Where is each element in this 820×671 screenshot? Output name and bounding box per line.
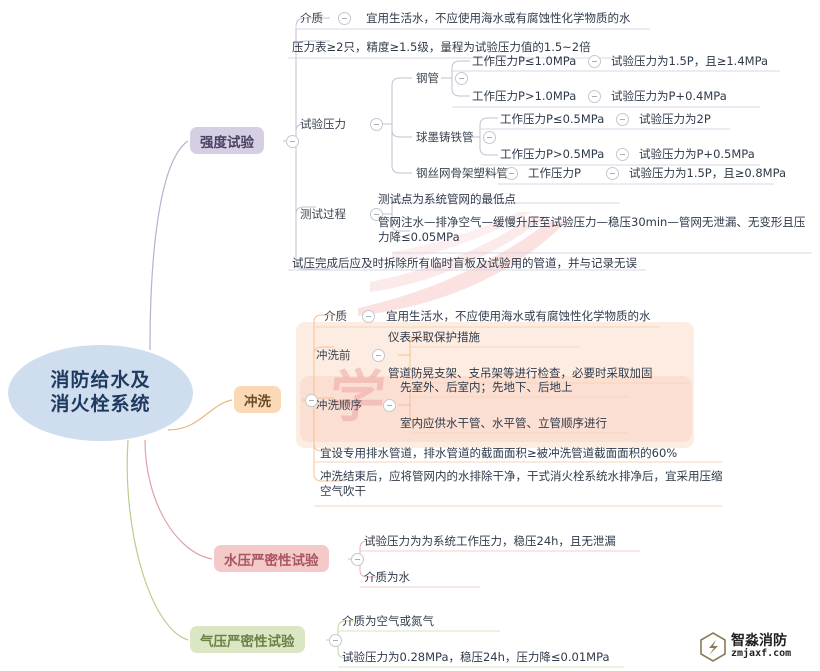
collapse-toggle-steel-cond-1[interactable] — [588, 55, 601, 68]
site-logo: 智淼消防 zmjaxf.com — [700, 632, 791, 662]
collapse-toggle-flushing[interactable] — [305, 394, 318, 407]
collapse-toggle-strength[interactable] — [286, 135, 299, 148]
pneu-item-2[interactable]: 试验压力为0.28MPa，稳压24h，压力降≤0.01MPa — [342, 650, 610, 664]
strength-gauge-requirement[interactable]: 压力表≥2只，精度≥1.5级，量程为试验压力值的1.5~2倍 — [292, 40, 591, 54]
flush-medium-value[interactable]: 宜用生活水，不应使用海水或有腐蚀性化学物质的水 — [386, 309, 651, 323]
strength-medium-value[interactable]: 宜用生活水，不应使用海水或有腐蚀性化学物质的水 — [366, 11, 631, 25]
collapse-toggle-pipe-steel-mesh[interactable] — [505, 167, 518, 180]
hydro-item-1[interactable]: 试验压力为为系统工作压力，稳压24h，且无泄漏 — [364, 534, 616, 548]
branch-pneumatic-tightness-test[interactable]: 气压严密性试验 — [190, 626, 305, 653]
logo-name-en: zmjaxf.com — [731, 648, 792, 660]
collapse-toggle-pipe-steel[interactable] — [455, 72, 468, 85]
collapse-toggle-steel-cond-2[interactable] — [588, 90, 601, 103]
pipe-ductile-cond-2[interactable]: 工作压力P>0.5MPa — [500, 147, 605, 161]
collapse-toggle-pneumatic[interactable] — [329, 634, 342, 647]
flush-before-label: 冲洗前 — [316, 348, 351, 362]
flush-order-item-1[interactable]: 先室外、后室内；先地下、后地上 — [400, 380, 573, 394]
central-topic-line2: 消火栓系统 — [50, 393, 151, 415]
strength-medium-label: 介质 — [300, 11, 323, 25]
pipe-steel-cond-1[interactable]: 工作压力P≤1.0MPa — [472, 54, 577, 68]
pipe-ductile-cond-1[interactable]: 工作压力P≤0.5MPa — [500, 112, 605, 126]
collapse-toggle-flush-order[interactable] — [383, 399, 396, 412]
watermark-swoosh-icon — [358, 212, 566, 316]
flush-after-requirement[interactable]: 冲洗结束后，应将管网内的水排除干净，干式消火栓系统水排净后，宜采用压缩空气吹干 — [320, 469, 723, 498]
strength-tail-note[interactable]: 试压完成后应及时拆除所有临时盲板及试验用的管道，并与记录无误 — [292, 256, 637, 270]
strength-process-item-1[interactable]: 测试点为系统管网的最低点 — [378, 192, 516, 206]
collapse-toggle-pipe-ductile-iron[interactable] — [483, 131, 496, 144]
branch-flushing-label: 冲洗 — [244, 393, 271, 410]
branch-hydrostatic-tightness-test[interactable]: 水压严密性试验 — [214, 545, 329, 572]
strength-test-pressure-label: 试验压力 — [300, 117, 346, 131]
central-topic[interactable]: 消防给水及 消火栓系统 — [8, 345, 193, 441]
pipe-ductile-result-2[interactable]: 试验压力为P+0.5MPa — [639, 147, 755, 161]
flush-order-item-2[interactable]: 室内应供水干管、水平管、立管顺序进行 — [400, 416, 607, 430]
collapse-toggle-ductile-cond-2[interactable] — [616, 148, 629, 161]
pipe-type-ductile-iron-label: 球墨铸铁管 — [416, 130, 474, 144]
pipe-steel-result-2[interactable]: 试验压力为P+0.4MPa — [611, 89, 727, 103]
pipe-steel-result-1[interactable]: 试验压力为1.5P，且≥1.4MPa — [611, 54, 769, 68]
flush-medium-label: 介质 — [324, 309, 347, 323]
flush-drain-requirement[interactable]: 宜设专用排水管道，排水管道的截面面积≥被冲洗管道截面面积的60% — [320, 446, 678, 460]
pipe-type-steel-mesh-plastic-label: 钢丝网骨架塑料管 — [416, 166, 508, 180]
flush-order-label: 冲洗顺序 — [316, 398, 362, 412]
collapse-toggle-ductile-cond-1[interactable] — [616, 113, 629, 126]
branch-strength-test-label: 强度试验 — [200, 134, 254, 151]
pipe-mesh-result-1[interactable]: 试验压力为1.5P，且≥0.8MPa — [629, 166, 787, 180]
pneu-item-1[interactable]: 介质为空气或氮气 — [342, 614, 434, 628]
flush-order-panel — [300, 376, 692, 442]
collapse-toggle-process[interactable] — [370, 208, 383, 221]
branch-hydrostatic-tightness-test-label: 水压严密性试验 — [224, 552, 319, 569]
strength-process-item-2[interactable]: 管网注水—排净空气—缓慢升压至试验压力—稳压30min—管网无泄漏、无变形且压力… — [378, 215, 806, 244]
pipe-type-steel-label: 钢管 — [416, 71, 439, 85]
collapse-toggle-strength-medium[interactable] — [338, 12, 351, 25]
collapse-toggle-test-pressure[interactable] — [370, 118, 383, 131]
pipe-ductile-result-1[interactable]: 试验压力为2P — [639, 112, 711, 126]
pipe-steel-cond-2[interactable]: 工作压力P>1.0MPa — [472, 89, 577, 103]
logo-text: 智淼消防 zmjaxf.com — [731, 634, 791, 659]
pipe-mesh-cond-1[interactable]: 工作压力P — [528, 166, 581, 180]
logo-name-cn: 智淼消防 — [731, 633, 787, 650]
collapse-toggle-flush-before[interactable] — [372, 349, 385, 362]
branch-flushing[interactable]: 冲洗 — [234, 386, 281, 413]
flush-before-item-1[interactable]: 仪表采取保护措施 — [388, 330, 480, 344]
strength-process-label: 测试过程 — [300, 207, 346, 221]
hydro-item-2[interactable]: 介质为水 — [364, 570, 410, 584]
branch-pneumatic-tightness-test-label: 气压严密性试验 — [200, 633, 295, 650]
collapse-toggle-mesh-cond-1[interactable] — [606, 167, 619, 180]
branch-strength-test[interactable]: 强度试验 — [190, 127, 264, 154]
collapse-toggle-flush-medium[interactable] — [362, 310, 375, 323]
flush-before-item-2[interactable]: 管道防晃支架、支吊架等进行检查，必要时采取加固 — [388, 366, 653, 380]
central-topic-line1: 消防给水及 — [50, 369, 151, 392]
shield-diamond-icon — [700, 632, 726, 662]
collapse-toggle-hydrostatic[interactable] — [351, 553, 364, 566]
